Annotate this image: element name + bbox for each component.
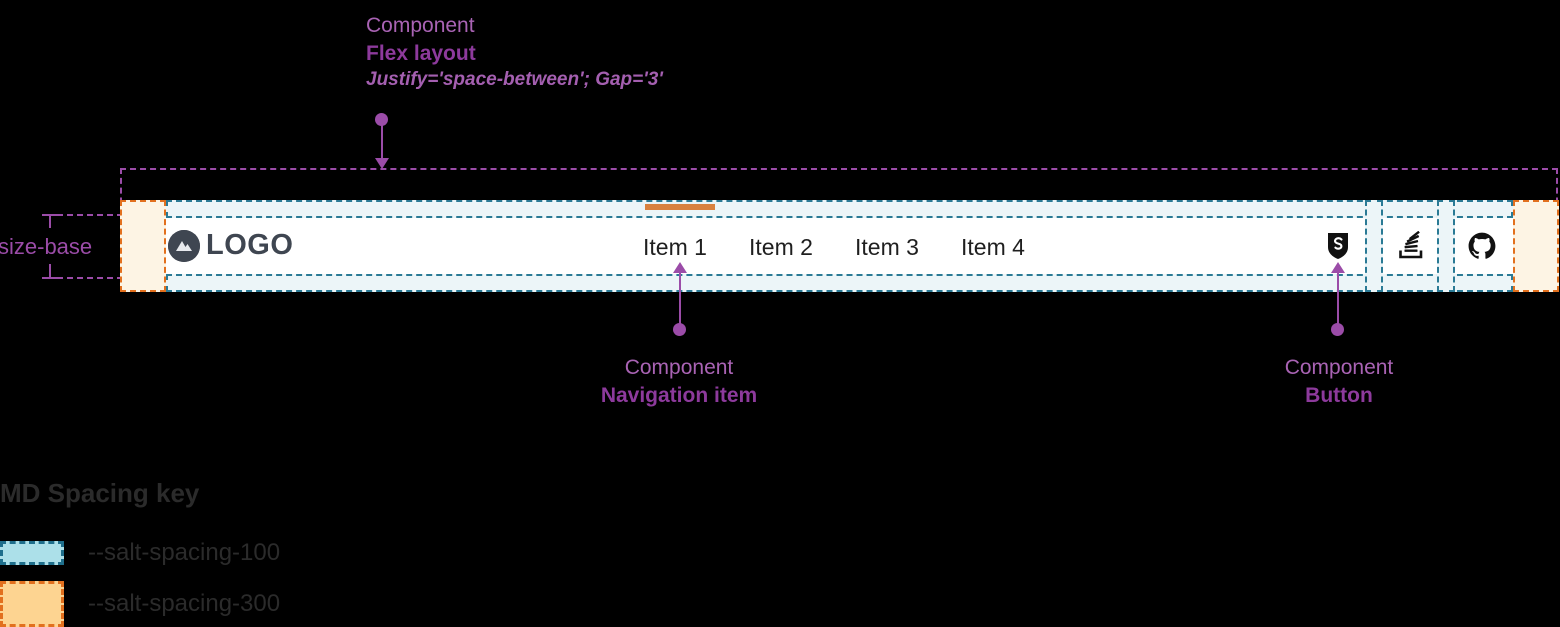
spacing-300-right	[1513, 200, 1559, 292]
annotation-flex-props: Justify='space-between'; Gap='3'	[366, 69, 663, 91]
annotation-nav-item-leader	[679, 269, 681, 325]
annotation-button-leader	[1337, 269, 1339, 325]
annotation-navigation-item: Component Navigation item	[479, 354, 879, 409]
legend-label-spacing-100: --salt-spacing-100	[88, 539, 281, 566]
github-icon	[1468, 232, 1496, 259]
nav-item-active-indicator	[645, 204, 715, 210]
annotation-button-arrowhead	[1331, 262, 1345, 273]
stack-overflow-icon	[1399, 231, 1423, 259]
legend-title: MD Spacing key	[0, 478, 200, 508]
legend-swatch-spacing-300	[0, 581, 64, 627]
annotation-button-name: Button	[1305, 383, 1373, 407]
annotation-button-kind: Component	[1284, 356, 1394, 379]
salt-shield-icon	[1328, 233, 1348, 259]
nav-item-item-4[interactable]: Item 4	[961, 234, 1025, 260]
nav-item-item-3[interactable]: Item 3	[855, 234, 919, 260]
annotation-flex-arrowhead	[375, 158, 389, 169]
legend-row-spacing-300: --salt-spacing-300	[0, 581, 280, 627]
legend-row-spacing-100: --salt-spacing-100	[0, 539, 280, 567]
salt-button[interactable]	[1311, 218, 1365, 274]
annotation-nav-item-dot	[673, 323, 686, 336]
annotation-nav-item-name: Navigation item	[600, 383, 758, 407]
github-button[interactable]	[1455, 218, 1509, 274]
spacing-100-bottom-band	[166, 274, 1513, 292]
spacing-100-gap-1	[1365, 200, 1383, 292]
spacing-300-left	[120, 200, 166, 292]
annotation-button-dot	[1331, 323, 1344, 336]
logo-text: LOGO	[206, 229, 294, 261]
nav-item-item-1[interactable]: Item 1	[643, 234, 707, 260]
stack-overflow-button[interactable]	[1383, 218, 1437, 274]
annotation-flex-dot	[375, 113, 388, 126]
annotation-flex-leader	[381, 120, 383, 162]
mountain-logo-icon	[168, 229, 200, 262]
nav-item-item-2[interactable]: Item 2	[749, 234, 813, 260]
size-base-bottom-line	[57, 277, 123, 279]
annotation-flex-name: Flex layout	[366, 41, 476, 65]
annotation-button: Component Button	[1139, 354, 1539, 409]
spacing-100-gap-2	[1437, 200, 1455, 292]
legend-swatch-spacing-100	[0, 541, 64, 565]
annotation-flex-kind: Component	[366, 14, 475, 37]
size-base-label: size-base	[0, 234, 93, 259]
size-base-top-tick	[49, 214, 51, 228]
logo[interactable]: LOGO	[168, 229, 293, 262]
annotation-nav-item-kind: Component	[624, 356, 734, 379]
annotation-nav-item-arrowhead	[673, 262, 687, 273]
annotation-flex-layout: Component Flex layout Justify='space-bet…	[366, 12, 663, 93]
size-base-bottom-cap	[42, 277, 58, 279]
legend-label-spacing-300: --salt-spacing-300	[88, 590, 281, 617]
spacing-100-top-band	[166, 200, 1513, 218]
size-base-top-line	[57, 214, 123, 216]
size-base-bottom-tick	[49, 264, 51, 278]
